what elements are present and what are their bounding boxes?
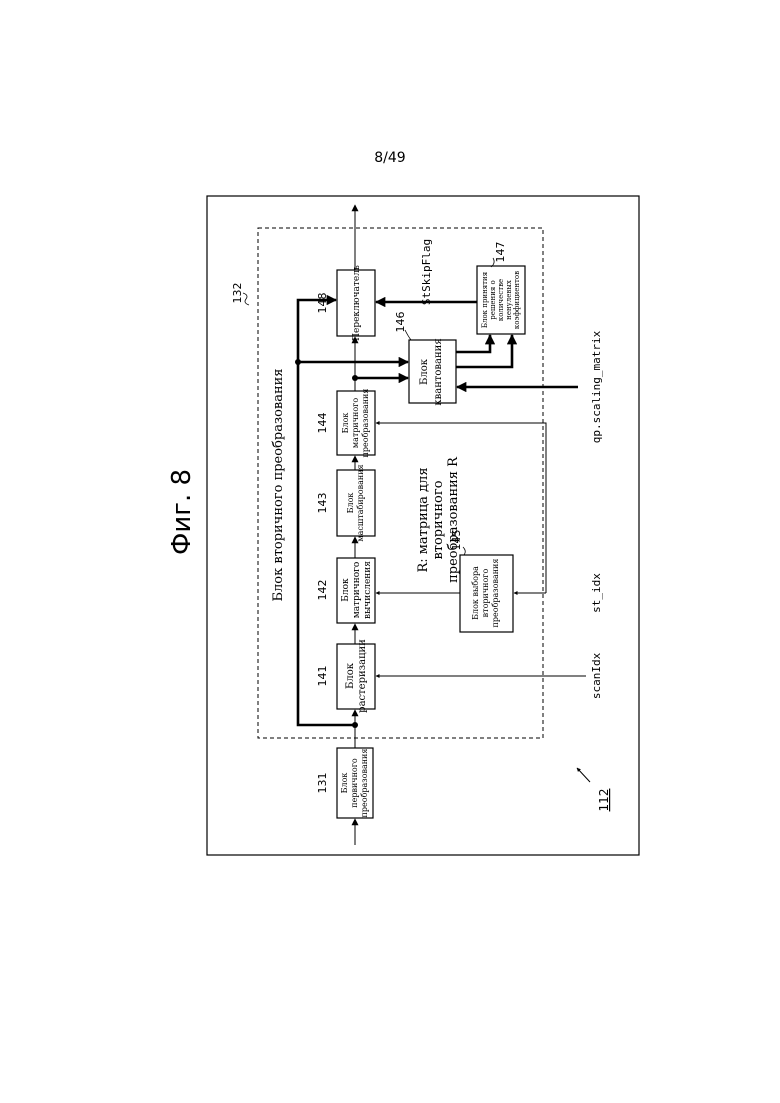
block-148-ref: 148 (316, 293, 329, 314)
annotation-line-2: вторичного (431, 480, 446, 559)
figure-title: Фиг. 8 (167, 469, 197, 555)
signal-scanidx: scanIdx (590, 652, 603, 699)
block-144-line-1: Блок (341, 413, 350, 434)
block-146-line-1: Блок (419, 358, 430, 385)
block-143-line-2: масштабирования (356, 464, 365, 541)
annotation-line-3: преобразования R (446, 456, 461, 583)
block-141-line-1: Блок (345, 662, 356, 689)
block-147-line-5: коэффициентов (513, 271, 521, 329)
block-131-line-3: преобразования (360, 749, 369, 818)
figure-ref-112: 112 (597, 789, 611, 812)
block-146-ref: 146 (394, 312, 407, 333)
signal-stskipflag: StSkipFlag (420, 239, 433, 305)
block-148-line-1: Переключатель (352, 265, 362, 341)
block-146-line-2: квантования (433, 338, 444, 405)
block-144-line-2: матричного (351, 398, 360, 449)
group-ref-132: 132 (231, 283, 244, 304)
block-144-ref: 144 (316, 413, 329, 434)
block-141-ref: 141 (316, 666, 329, 687)
block-142-line-3: вычисления (363, 561, 373, 619)
block-145-ref: 145 (450, 530, 463, 551)
block-131-line-2: первичного (350, 758, 359, 808)
signal-st-idx: st_idx (590, 573, 603, 613)
block-131-line-1: Блок (340, 773, 349, 794)
block-143-ref: 143 (316, 493, 329, 514)
block-145-line-2: вторичного (481, 569, 490, 618)
block-144-line-3: преобразования (361, 389, 370, 458)
block-145-line-1: Блок выбора (471, 566, 480, 620)
block-147-line-1: Блок принятия (481, 271, 489, 328)
annotation-line-1: R: матрица для (416, 467, 431, 572)
block-142-line-2: матричного (352, 562, 362, 619)
signal-qp-scaling-matrix: qp.scaling_matrix (590, 330, 603, 443)
block-147-ref: 147 (494, 242, 507, 263)
block-147-line-2: решения о (489, 280, 497, 319)
block-141-rasterization (337, 644, 375, 709)
quant-to-147-a (456, 335, 490, 352)
block-145-line-3: преобразования (491, 559, 500, 628)
block-131-ref: 131 (316, 773, 329, 794)
block-142-line-1: Блок (341, 578, 351, 602)
block-143-line-1: Блок (346, 493, 355, 514)
block-141-line-2: растеризации (357, 639, 368, 713)
block-142-ref: 142 (316, 580, 329, 601)
figure-ref-arrow (577, 768, 590, 782)
block-147-line-4: ненулевых (505, 280, 513, 320)
group-label: Блок вторичного преобразования (271, 369, 286, 602)
block-147-line-3: количестве (497, 279, 505, 321)
